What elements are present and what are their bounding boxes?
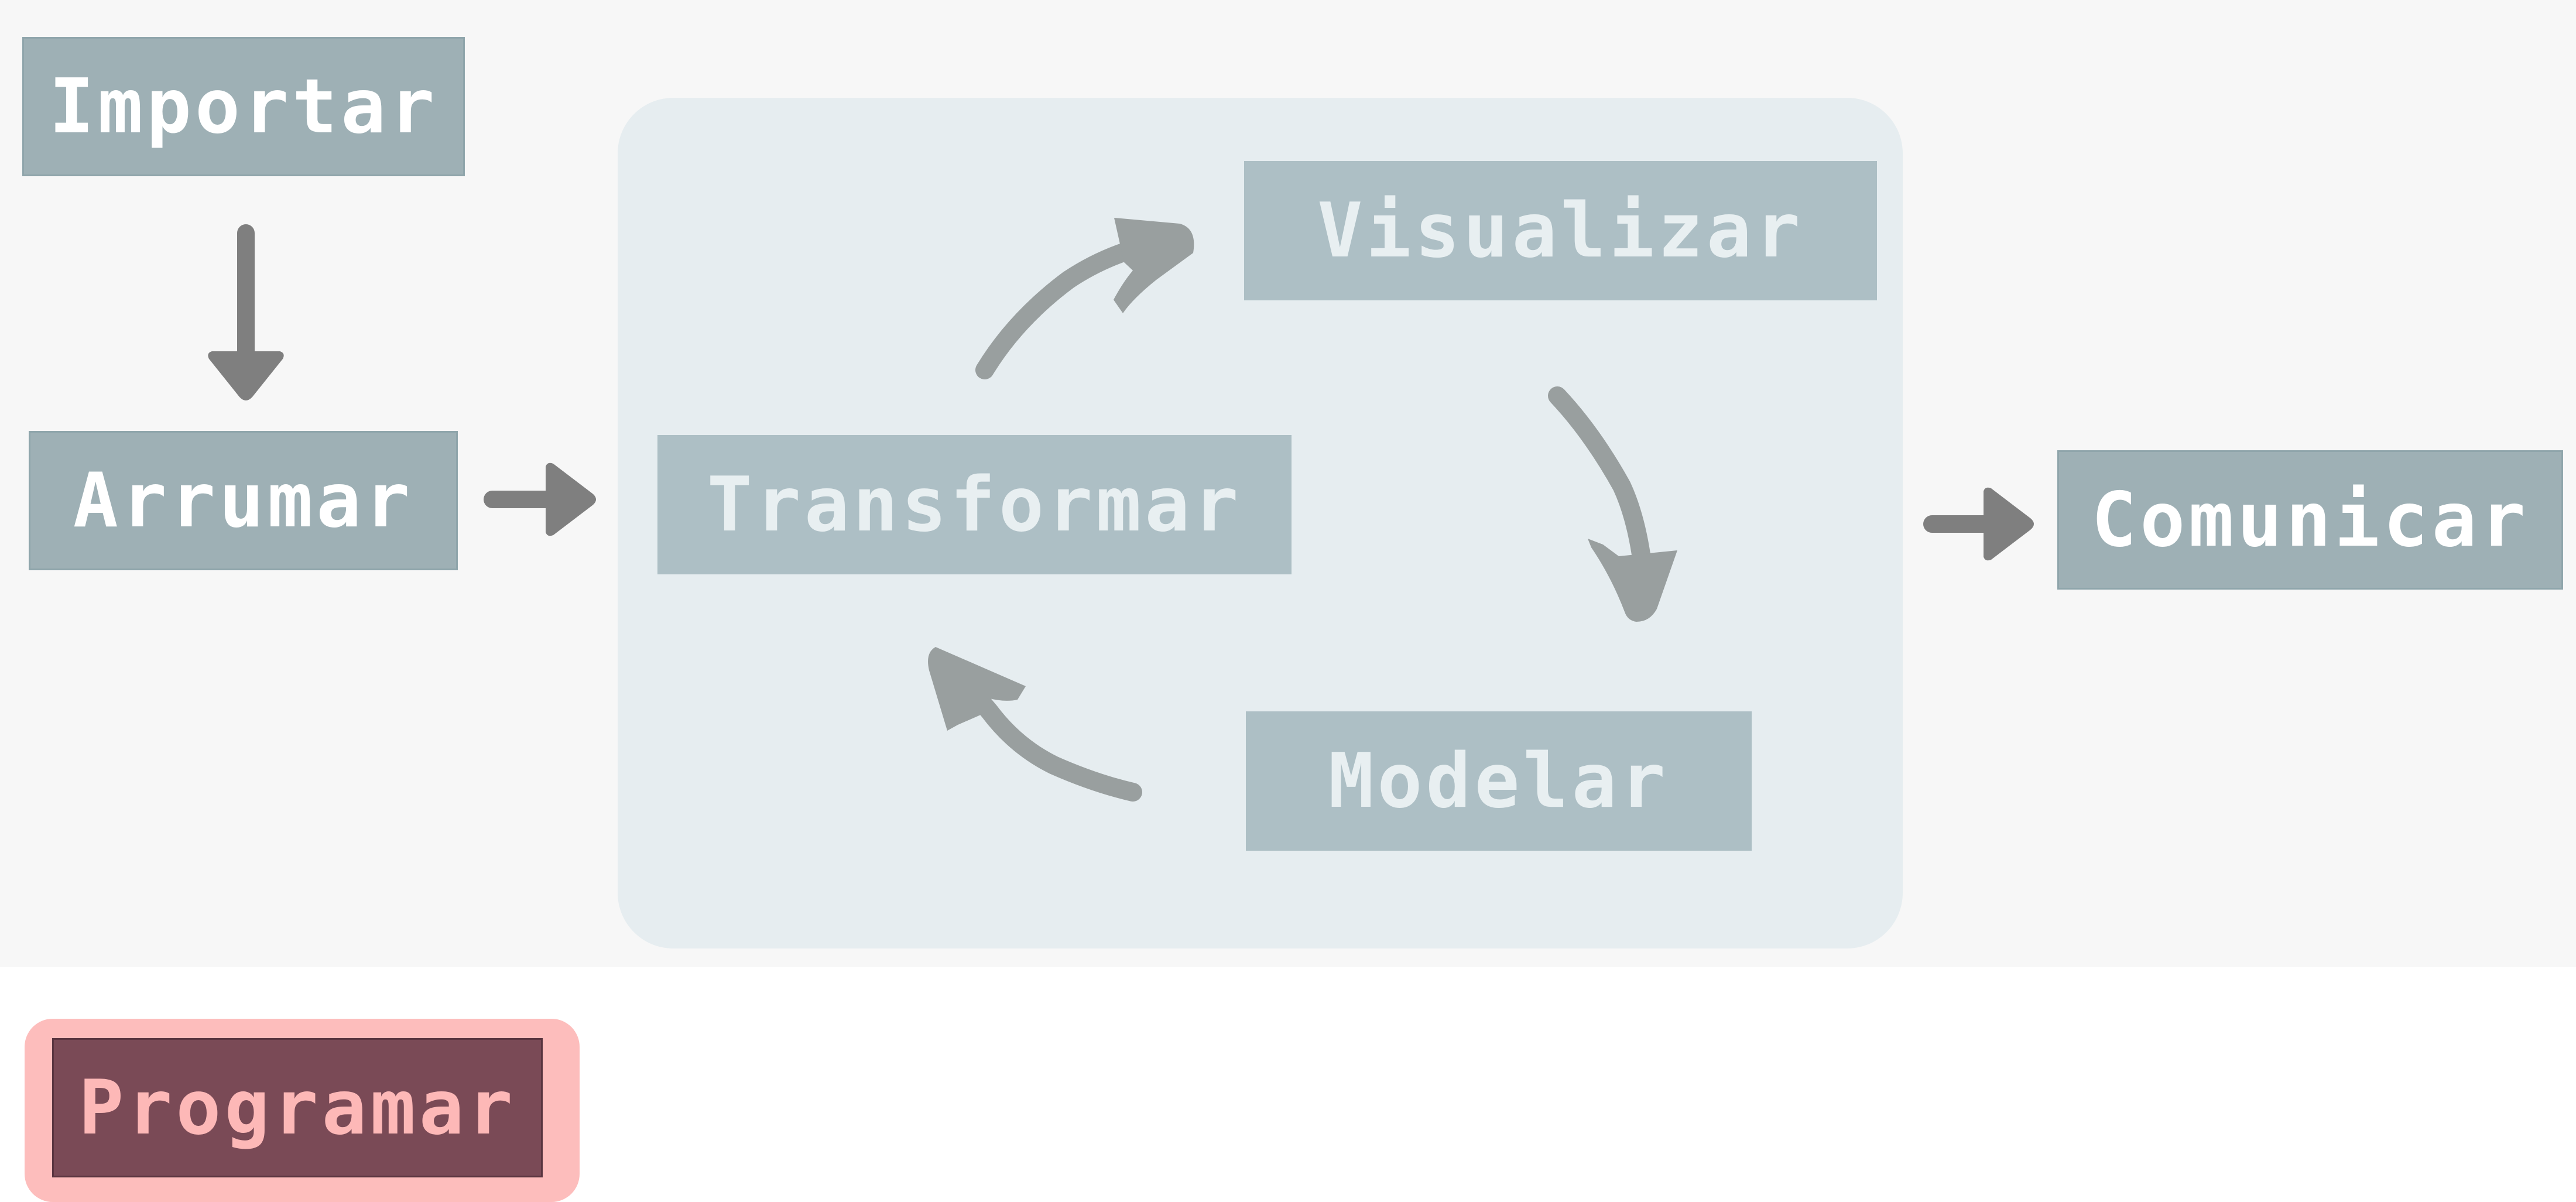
step-arrumar: Arrumar: [29, 431, 458, 570]
step-modelar: Modelar: [1246, 711, 1752, 851]
step-programar: Programar: [52, 1038, 543, 1177]
step-programar-label: Programar: [78, 1064, 516, 1152]
step-modelar-label: Modelar: [1328, 737, 1669, 825]
step-importar: Importar: [22, 37, 465, 176]
step-importar-label: Importar: [49, 63, 439, 150]
step-transformar: Transformar: [657, 435, 1292, 574]
step-comunicar-label: Comunicar: [2091, 476, 2529, 564]
step-comunicar: Comunicar: [2057, 450, 2563, 590]
step-visualizar-label: Visualizar: [1317, 187, 1804, 275]
step-arrumar-label: Arrumar: [73, 457, 414, 545]
step-visualizar: Visualizar: [1244, 161, 1877, 300]
step-transformar-label: Transformar: [707, 461, 1242, 549]
